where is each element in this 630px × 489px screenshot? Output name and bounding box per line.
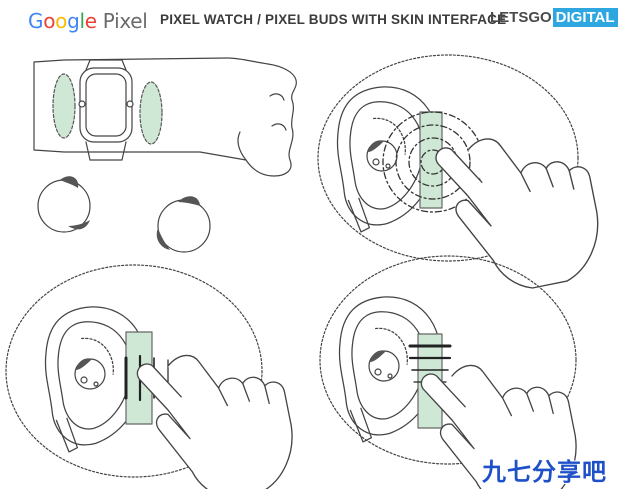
google-letter: o	[43, 9, 56, 33]
watermark: 九七分享吧	[482, 458, 607, 486]
watch-band	[85, 59, 127, 161]
google-letter: l	[79, 9, 85, 33]
panel-watch-on-wrist	[33, 57, 297, 177]
google-letter: o	[55, 9, 68, 33]
tapping-hand	[435, 138, 599, 289]
google-letter: g	[67, 9, 80, 33]
swiping-hand-h	[136, 354, 293, 489]
loose-earbuds	[37, 176, 211, 253]
google-wordmark: Google	[28, 9, 97, 33]
left-skin-sensor	[52, 73, 76, 139]
panel-ear-swipe-vertical	[319, 255, 577, 489]
google-letter: G	[28, 9, 44, 33]
panel-ear-swipe-horizontal	[5, 264, 293, 489]
patent-illustration	[5, 54, 599, 489]
brand-left: LETSGO	[490, 9, 552, 26]
page-title: PIXEL WATCH / PIXEL BUDS WITH SKIN INTER…	[160, 12, 507, 27]
right-skin-sensor	[139, 81, 163, 145]
google-letter: e	[84, 9, 97, 33]
arm-outline	[33, 57, 297, 177]
brand-right: DIGITAL	[552, 8, 618, 27]
pixel-wordmark: Pixel	[102, 9, 148, 33]
panel-ear-tap	[317, 54, 599, 289]
